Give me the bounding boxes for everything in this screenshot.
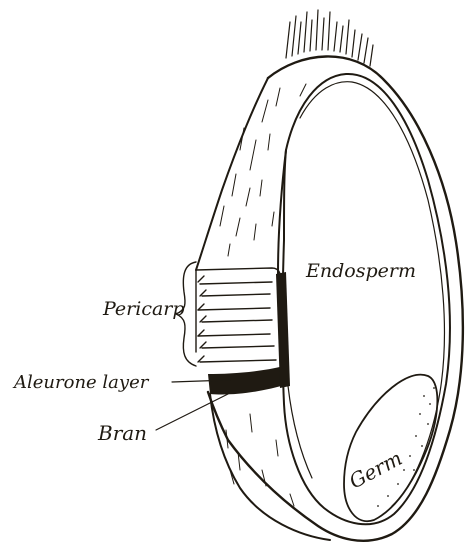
lower-shell-texture (226, 414, 294, 506)
pericarp-label: Pericarp (103, 300, 185, 319)
endosperm-label: Endosperm (306, 262, 416, 281)
kernel-outer-shell (208, 56, 463, 540)
aleurone-layer-label: Aleurone layer (14, 374, 148, 392)
lower-shell-inner (288, 386, 312, 478)
pericarp-layers (196, 268, 281, 362)
top-slice-front-edge (196, 78, 268, 270)
bran-label: Bran (98, 423, 147, 443)
lower-shell-edge (210, 394, 330, 540)
surface-texture (220, 84, 306, 256)
shell-inner-line (300, 82, 444, 506)
bran-leader (156, 394, 228, 430)
